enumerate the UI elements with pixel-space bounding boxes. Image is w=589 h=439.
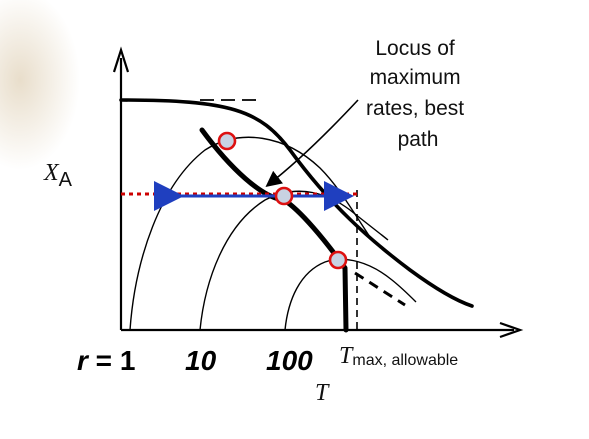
x-axis-label: T xyxy=(315,380,330,406)
rate-label-r-eq: = 1 xyxy=(88,345,135,376)
rate-label-r100: 100 xyxy=(266,345,313,376)
rate-label-r-symbol: r xyxy=(77,345,90,376)
annotation-line-3: rates, best xyxy=(366,97,464,120)
max-rate-marker-2 xyxy=(274,186,294,206)
max-rate-marker-3 xyxy=(328,250,348,270)
max-rate-marker-1 xyxy=(217,131,237,151)
annotation-line-1: Locus of xyxy=(375,37,455,60)
y-axis-label: XA xyxy=(43,160,73,191)
rate-label-r1: r = 1 xyxy=(77,345,135,376)
tmax-label-main: T xyxy=(339,343,354,369)
annotation-pointer-arrow xyxy=(265,99,359,187)
y-axis-label-sub: A xyxy=(59,169,73,191)
x-axis-arrow xyxy=(499,321,524,339)
y-axis-arrow xyxy=(112,46,130,73)
locus-max-rates xyxy=(199,127,349,333)
rate-contour-r1 xyxy=(129,136,373,331)
annotation-line-2: maximum xyxy=(370,66,461,89)
y-axis-label-main: X xyxy=(43,160,60,186)
tmax-label-sub: max, allowable xyxy=(352,352,458,369)
rate-contour-r10 xyxy=(199,190,389,331)
rate-contour-r100 xyxy=(284,258,417,331)
annotation-line-4: path xyxy=(398,128,439,151)
annotation-text: Locus of maximum rates, best path xyxy=(366,37,470,151)
watermark-blob xyxy=(0,0,80,170)
tmax-label: Tmax, allowable xyxy=(339,343,458,369)
locus-dashed-extension xyxy=(354,271,406,307)
rate-label-r10: 10 xyxy=(185,345,217,376)
